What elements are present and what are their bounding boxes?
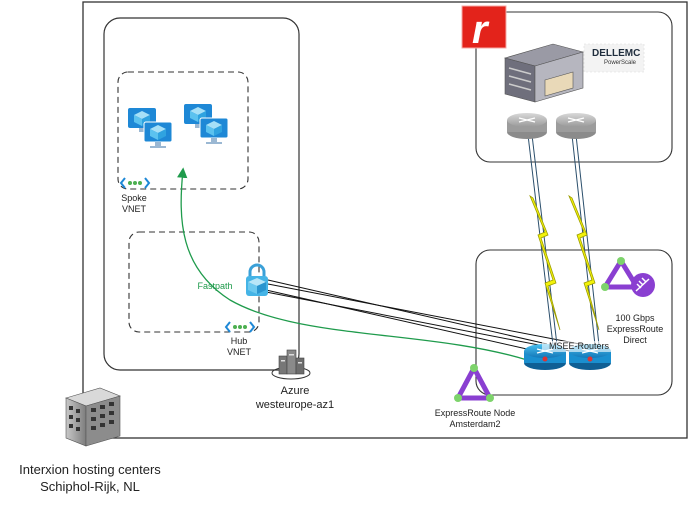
spoke-vnet-line2: VNET (121, 204, 146, 214)
vnet-icon (119, 177, 151, 189)
hub-vnet-label: Hub VNET (217, 336, 261, 358)
company-logo: r (461, 5, 507, 52)
expressroute-direct-icon (601, 257, 655, 297)
fastpath-arrow (177, 167, 536, 368)
expressroute-direct-label: 100 Gbps ExpressRoute Direct (600, 313, 670, 346)
dell-line2: PowerScale (604, 60, 637, 66)
expressroute-direct-line1: 100 Gbps (615, 313, 655, 323)
azure-line1: Azure (280, 385, 310, 397)
expressroute-direct-line3: Direct (623, 335, 647, 345)
router-icon (556, 113, 596, 139)
expressroute-node-line2: Amsterdam2 (449, 419, 501, 429)
fastpath-label: Fastpath (197, 281, 233, 291)
azure-datacenter-icon (271, 349, 311, 380)
hosting-center-frame (82, 1, 688, 439)
lightning-bolt-right (568, 194, 600, 331)
router-icon (507, 113, 547, 139)
hub-vnet-line1: Hub (230, 336, 248, 346)
vnet-icon (224, 321, 256, 333)
expressroute-node-label: ExpressRoute Node Amsterdam2 (425, 408, 525, 430)
building-icon (65, 387, 121, 447)
expressroute-direct-line2: ExpressRoute (606, 324, 664, 334)
vpn-gateway-lock-icon (246, 263, 268, 296)
dellemc-logo (583, 43, 645, 73)
logo-letter: r (472, 8, 490, 52)
cross-connect-lightning (529, 194, 600, 331)
msee-routers-label: MSEE-Routers (542, 341, 616, 352)
customer-cage-box (475, 11, 673, 163)
expressroute-node-icon (454, 364, 494, 402)
lightning-bolt-left (529, 194, 561, 331)
interxion-line2: Schiphol-Rijk, NL (40, 479, 140, 494)
azure-region-label: Azure westeurope-az1 (240, 384, 350, 412)
interxion-label: Interxion hosting centers Schiphol-Rijk,… (0, 461, 180, 495)
spoke-vnet-label: Spoke VNET (112, 193, 156, 215)
spoke-vnet-line1: Spoke (121, 193, 147, 203)
expressroute-node-line1: ExpressRoute Node (434, 408, 516, 418)
storage-server-icon (503, 43, 585, 103)
hub-vnet-line2: VNET (226, 347, 251, 357)
azure-line2: westeurope-az1 (255, 399, 335, 411)
dellemc-brand-text: DELLEMC (592, 48, 648, 59)
vm-icon (184, 104, 229, 144)
dell-line1: DELLEMC (592, 48, 641, 59)
vm-icon (128, 108, 173, 148)
interxion-line1: Interxion hosting centers (19, 462, 161, 477)
dellemc-product-text: PowerScale (604, 60, 636, 66)
cage-to-msee-links (527, 134, 600, 346)
